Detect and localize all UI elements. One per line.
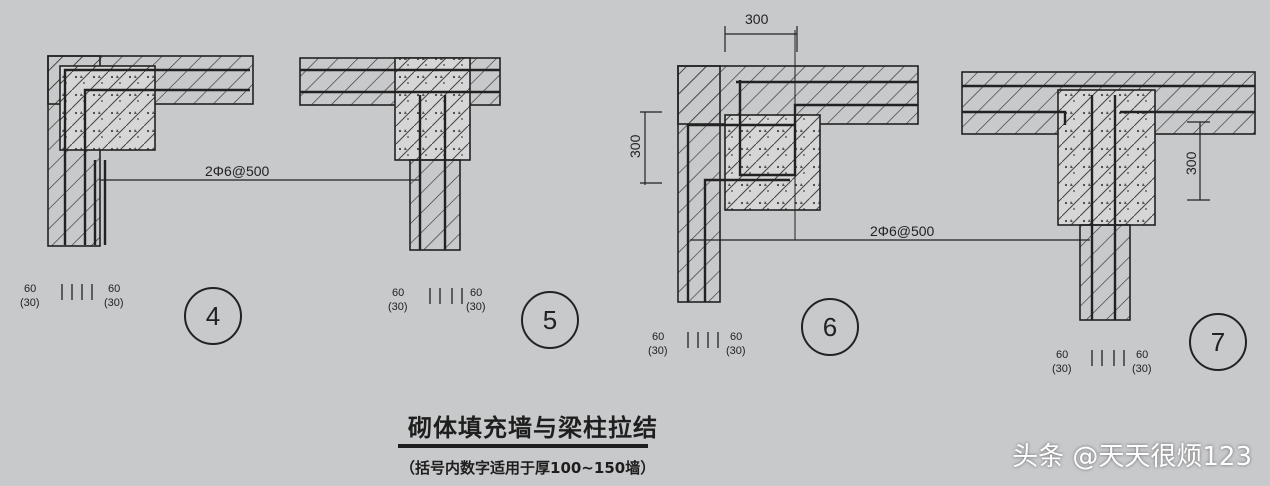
watermark: 头条 @天天很烦123 [1012,442,1252,472]
detail-7-marker [1189,313,1247,371]
svg-text:60: 60 [730,331,742,343]
cover-arrows [61,284,1125,366]
title-underline [398,444,648,448]
svg-text:(30): (30) [388,301,408,313]
svg-text:(30): (30) [648,345,668,357]
svg-text:60: 60 [108,283,120,295]
drawing-subtitle: （括号内数字适用于厚100~150墙） [400,459,656,477]
drawing-title: 砌体填充墙与梁柱拉结 [408,414,658,442]
tie-bar-label: 2Φ6@500 [870,223,935,239]
svg-text:60: 60 [1136,349,1148,361]
svg-text:(30): (30) [1052,363,1072,375]
detail-6-marker [801,298,859,356]
svg-text:60: 60 [1056,349,1068,361]
svg-text:(30): (30) [20,297,40,309]
dimension-label: 300 [1183,151,1199,175]
svg-text:60: 60 [652,331,664,343]
dimension-label: 300 [745,11,769,27]
detail-5 [299,57,501,251]
svg-text:(30): (30) [466,301,486,313]
detail-6 [640,26,1090,303]
svg-text:(30): (30) [1132,363,1152,375]
svg-text:(30): (30) [104,297,124,309]
detail-4-marker [184,287,242,345]
detail-5-number: 5 [543,305,557,335]
detail-7 [961,71,1256,321]
tie-bar-label: 2Φ6@500 [205,163,270,179]
svg-text:60: 60 [470,287,482,299]
detail-5-marker [521,291,579,349]
detail-4 [47,55,420,247]
svg-text:(30): (30) [726,345,746,357]
dimension-label: 300 [627,134,643,158]
detail-7-number: 7 [1211,327,1225,357]
svg-text:60: 60 [392,287,404,299]
cover-labels: 60 (30) 60 (30) 60 (30) 60 (30) 60 (30) 60 (30… [20,283,1152,375]
svg-text:60: 60 [24,283,36,295]
detail-6-number: 6 [823,312,837,342]
detail-4-number: 4 [206,301,220,331]
